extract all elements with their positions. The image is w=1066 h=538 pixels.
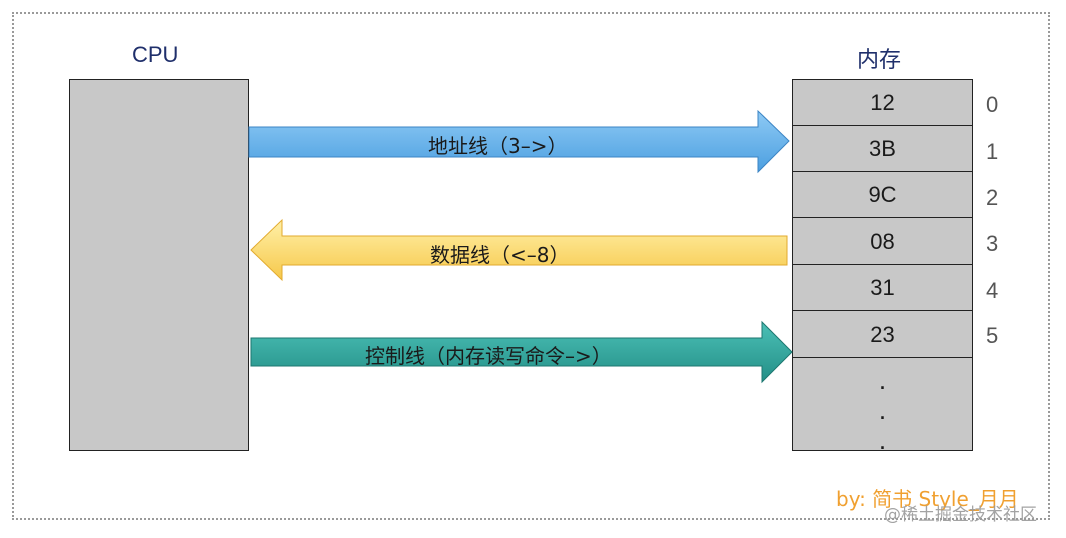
address-bus-arrow [248, 109, 790, 174]
address-bus-label: 地址线（3–>） [428, 134, 568, 158]
data-bus-arrow [250, 218, 788, 282]
memory-address-2: 2 [986, 185, 999, 210]
memory-block: 12 3B 9C 08 31 23 . . . [792, 79, 973, 455]
memory-cell-3: 08 [793, 219, 972, 265]
cpu-label: CPU [132, 42, 179, 67]
memory-cell-5: 23 [793, 312, 972, 358]
memory-address-1: 1 [986, 139, 999, 164]
data-bus-label: 数据线（<–8） [430, 243, 570, 267]
memory-ellipsis-dot-2: . [878, 395, 887, 425]
control-bus-label: 控制线（内存读写命令–>） [365, 344, 612, 368]
memory-cell-2: 9C [793, 172, 972, 218]
memory-cell-4: 31 [793, 265, 972, 311]
memory-cell-0: 12 [793, 80, 972, 126]
cpu-block [69, 79, 249, 451]
memory-ellipsis-dot-1: . [878, 365, 887, 395]
diagram-frame [12, 12, 1050, 520]
memory-address-3: 3 [986, 231, 999, 256]
watermark: @稀土掘金技术社区 [884, 505, 1037, 525]
memory-cell-1: 3B [793, 126, 972, 172]
control-bus-arrow [250, 320, 793, 384]
author-credit: by: 简书 Style_月月 [836, 487, 1019, 511]
memory-ellipsis-dot-3: . [878, 425, 887, 455]
memory-address-0: 0 [986, 92, 999, 117]
memory-address-4: 4 [986, 278, 999, 303]
memory-address-5: 5 [986, 323, 999, 348]
memory-label: 内存 [857, 48, 902, 73]
